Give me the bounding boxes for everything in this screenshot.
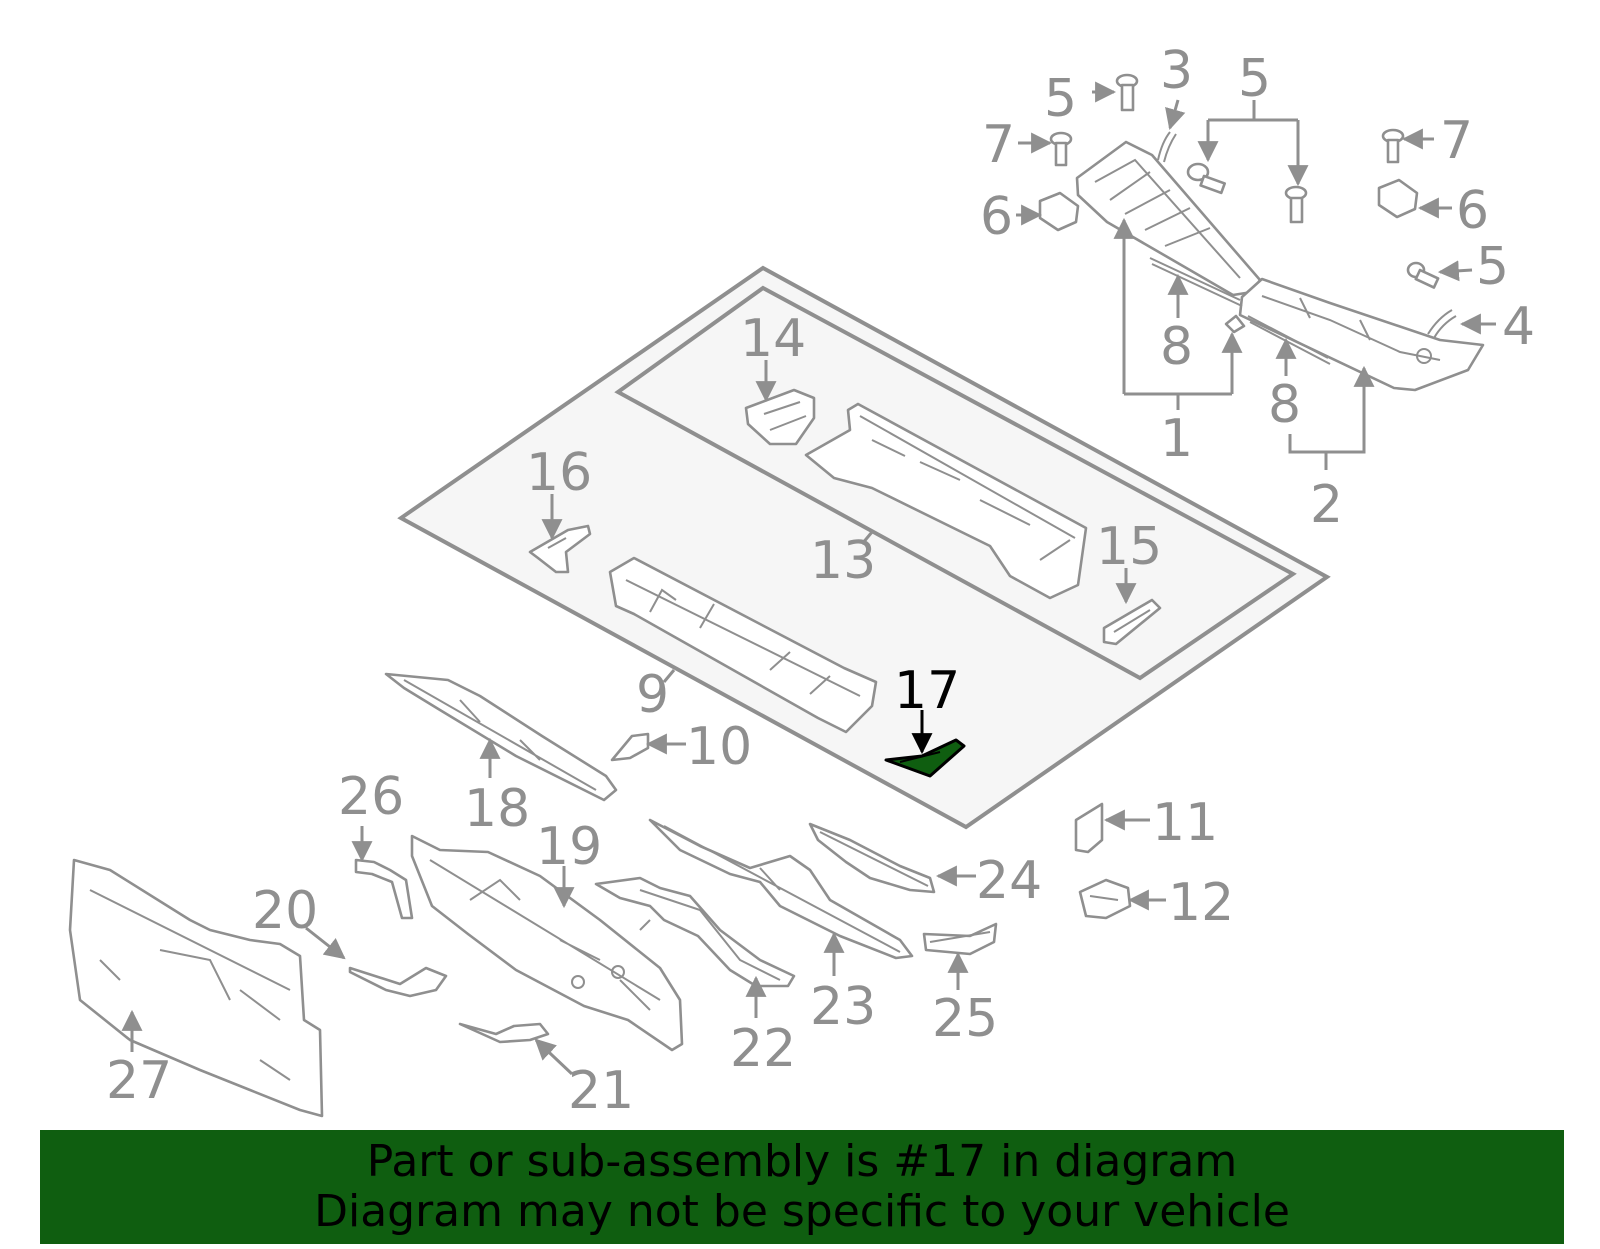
small-clip-1 — [1224, 314, 1246, 334]
clip-5-middle — [1186, 162, 1226, 195]
callout-17: 17 — [894, 661, 960, 721]
dash-panel-19 — [410, 834, 684, 1052]
callout-18: 18 — [464, 779, 530, 839]
brace-10 — [610, 732, 650, 762]
cowl-panel-13 — [804, 402, 1088, 600]
callout-6-left: 6 — [980, 187, 1013, 247]
callout-6-right: 6 — [1456, 181, 1489, 241]
banner-part-notice: Part or sub-assembly is #17 in diagram — [366, 1136, 1238, 1187]
member-22 — [594, 876, 796, 988]
callout-22: 22 — [730, 1019, 796, 1079]
callout-27: 27 — [106, 1051, 172, 1111]
callout-5-far-right: 5 — [1476, 237, 1509, 297]
clip-5-top — [1115, 73, 1139, 112]
leader-13 — [860, 531, 874, 545]
cowl-grille-right-part — [1238, 277, 1485, 392]
seal-strip-left — [1149, 257, 1243, 307]
outer-assembly-panel — [397, 265, 1331, 830]
bracket-14 — [744, 388, 816, 446]
callout-5-top: 5 — [1044, 69, 1077, 129]
callout-2: 2 — [1310, 475, 1343, 535]
leader-3 — [1165, 99, 1186, 131]
callout-8-right: 8 — [1268, 375, 1301, 435]
bracket-11 — [1074, 802, 1104, 854]
bracket-16 — [528, 524, 592, 574]
bracket-25 — [922, 922, 998, 956]
callout-14: 14 — [740, 309, 806, 369]
member-24 — [808, 822, 936, 894]
callout-12: 12 — [1168, 873, 1234, 933]
callout-23: 23 — [810, 977, 876, 1037]
info-banner: Part or sub-assembly is #17 in diagram D… — [40, 1130, 1564, 1244]
callout-10: 10 — [686, 717, 752, 777]
callout-13: 13 — [810, 531, 876, 591]
clip-5-far-right — [1406, 261, 1440, 289]
callout-20: 20 — [252, 881, 318, 941]
seal-part-4 — [1427, 309, 1457, 339]
parts-diagram: 5 3 5 7 7 6 6 5 4 8 8 1 2 14 13 15 16 9 … — [68, 41, 1535, 1121]
bracket-26 — [354, 858, 414, 920]
reinforcement-17 — [884, 738, 966, 778]
bracket-21 — [458, 1022, 550, 1044]
callout-8-left: 8 — [1160, 317, 1193, 377]
callout-19: 19 — [536, 817, 602, 877]
callout-26: 26 — [338, 767, 404, 827]
bracket-20 — [348, 966, 448, 998]
leader-5-far-right — [1437, 260, 1473, 282]
leader-2-bracket — [1288, 365, 1375, 454]
callout-4: 4 — [1502, 297, 1535, 357]
callout-25: 25 — [932, 989, 998, 1049]
callout-21: 21 — [568, 1061, 634, 1121]
member-23 — [648, 818, 914, 960]
callout-11: 11 — [1152, 793, 1218, 853]
bracket-12 — [1078, 878, 1132, 920]
insulator-27 — [68, 858, 324, 1118]
cowl-top-panel-9 — [608, 556, 878, 734]
seal-part-3 — [1157, 131, 1177, 163]
callout-24: 24 — [976, 851, 1042, 911]
leader-20 — [305, 926, 346, 960]
leader-9 — [662, 669, 676, 683]
callout-15: 15 — [1096, 517, 1162, 577]
leader-21 — [534, 1038, 574, 1076]
bracket-15 — [1102, 598, 1162, 646]
screw-7-right — [1381, 128, 1405, 164]
callout-7-right: 7 — [1440, 111, 1473, 171]
member-18 — [384, 672, 618, 802]
banner-disclaimer: Diagram may not be specific to your vehi… — [314, 1186, 1290, 1237]
leader-1-bracket — [1124, 392, 1232, 410]
callout-7-left: 7 — [982, 115, 1015, 175]
nut-6-left — [1038, 191, 1080, 232]
callout-16: 16 — [526, 443, 592, 503]
callout-1: 1 — [1160, 409, 1193, 469]
callout-9: 9 — [636, 665, 669, 725]
nut-6-right — [1377, 178, 1419, 219]
clip-5-right — [1284, 185, 1308, 224]
screw-7-left — [1049, 131, 1073, 167]
callout-5-bracket: 5 — [1238, 49, 1271, 109]
leader-5-bracket — [1208, 100, 1298, 122]
callout-3: 3 — [1160, 41, 1193, 101]
